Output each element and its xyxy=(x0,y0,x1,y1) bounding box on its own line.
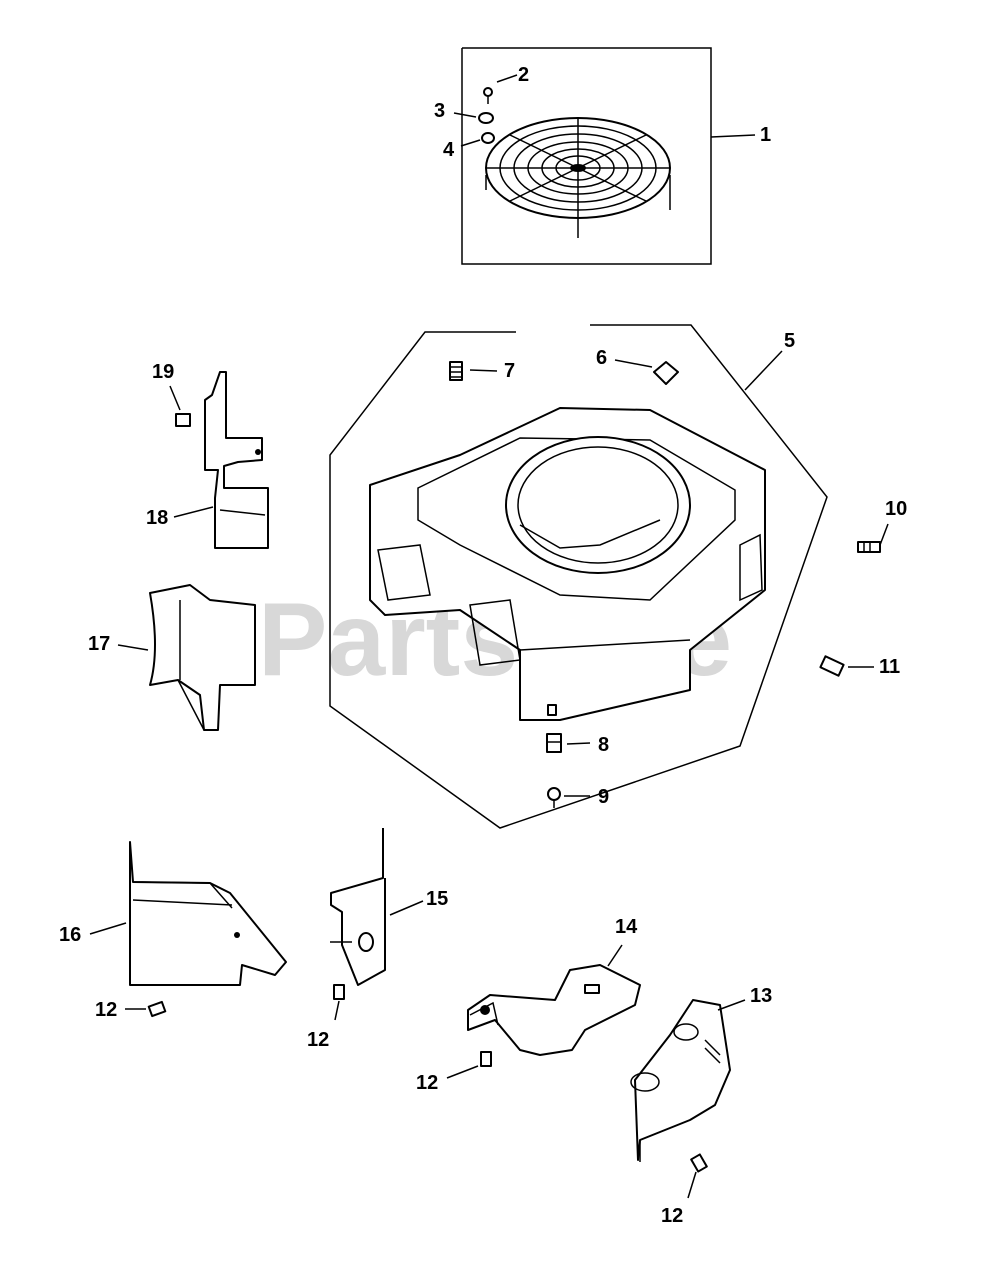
callout-7: 7 xyxy=(504,360,515,382)
screw-12a-part xyxy=(147,1000,167,1018)
leader-4 xyxy=(460,139,481,147)
leader-14 xyxy=(607,944,623,967)
screw-part xyxy=(483,87,493,104)
bracket-13-part xyxy=(630,999,731,1162)
leader-15 xyxy=(389,900,424,916)
shroud-17-part xyxy=(149,584,256,731)
group-frame-1 xyxy=(461,47,712,265)
callout-16: 16 xyxy=(59,924,81,946)
group-frame-5 xyxy=(329,324,828,829)
leader-7 xyxy=(469,369,498,372)
leader-19 xyxy=(169,385,181,411)
fan-screen-part xyxy=(485,117,671,238)
screw-19-part xyxy=(175,413,191,427)
leader-3 xyxy=(453,112,477,118)
blower-housing-group xyxy=(329,324,828,829)
callout-12b: 12 xyxy=(307,1029,329,1051)
callout-14: 14 xyxy=(615,916,638,938)
callout-6: 6 xyxy=(596,347,607,369)
leader-5 xyxy=(744,350,783,391)
callout-3: 3 xyxy=(434,100,445,122)
callout-10: 10 xyxy=(885,498,907,520)
callout-9: 9 xyxy=(598,786,609,808)
baffle-15-part xyxy=(330,828,386,986)
screw-11-part xyxy=(819,655,845,677)
washer-part xyxy=(478,112,494,124)
leader-12d xyxy=(687,1171,697,1199)
leader-1 xyxy=(710,134,756,138)
callout-12a: 12 xyxy=(95,999,117,1021)
screw-12c-part xyxy=(480,1051,492,1067)
callout-17: 17 xyxy=(88,633,110,655)
callout-2: 2 xyxy=(518,64,529,86)
leader-10 xyxy=(879,523,889,546)
leader-2 xyxy=(496,74,518,83)
bolt-9-part xyxy=(547,787,561,808)
spring-part xyxy=(449,361,463,381)
callout-12d: 12 xyxy=(661,1205,683,1227)
callout-12c: 12 xyxy=(416,1072,438,1094)
leader-12c xyxy=(446,1065,479,1079)
callout-19: 19 xyxy=(152,361,174,383)
leader-17 xyxy=(117,644,149,651)
callout-15: 15 xyxy=(426,888,448,910)
screw-10-part xyxy=(857,541,881,553)
screw-12d-part xyxy=(690,1153,708,1173)
grommet-part xyxy=(546,733,562,753)
callout-4: 4 xyxy=(443,139,455,161)
leader-13 xyxy=(717,999,746,1011)
callout-1: 1 xyxy=(760,124,771,146)
callout-13: 13 xyxy=(750,985,772,1007)
leader-6 xyxy=(614,359,653,368)
leader-12b xyxy=(334,1000,340,1021)
callout-5: 5 xyxy=(784,330,795,352)
nut-part xyxy=(481,132,495,144)
bracket-18-part xyxy=(204,371,269,549)
fan-screen-group xyxy=(453,47,756,265)
callout-11: 11 xyxy=(879,656,900,678)
leader-8 xyxy=(566,742,591,745)
leader-16 xyxy=(89,922,127,935)
baffle-16-part xyxy=(129,841,287,986)
clip-nut-part xyxy=(653,361,679,385)
blower-housing-part xyxy=(369,407,766,721)
callout-18: 18 xyxy=(146,507,168,529)
bracket-14-part xyxy=(467,964,641,1056)
leader-18 xyxy=(173,506,214,518)
screw-12b-part xyxy=(333,984,345,1000)
callout-8: 8 xyxy=(598,734,609,756)
